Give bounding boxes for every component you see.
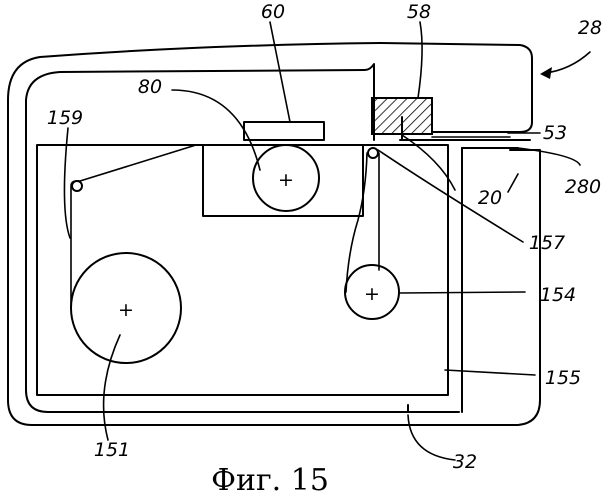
leader-80 (172, 90, 260, 170)
outer-housing-body (8, 57, 540, 425)
supply-center-mark: + (118, 299, 134, 321)
platen-center-mark: + (278, 169, 294, 191)
ref-58: 58 (407, 1, 431, 23)
ref-151: 151 (94, 439, 130, 461)
ref-157: 157 (529, 232, 565, 254)
outer-housing (40, 43, 532, 132)
leader-154 (400, 292, 525, 293)
leader-20-slash (508, 174, 518, 192)
tape-path-left (71, 145, 196, 308)
leader-28 (545, 52, 590, 73)
figure-caption: Фиг. 15 (211, 463, 329, 498)
leader-155 (445, 370, 535, 375)
ref-280: 280 (565, 176, 601, 198)
ref-155: 155 (545, 367, 581, 389)
leader-60 (270, 22, 290, 122)
ref-80: 80 (138, 76, 162, 98)
ref-159: 159 (47, 107, 83, 129)
leader-32 (408, 415, 455, 460)
ref-154: 154 (540, 284, 576, 306)
leader-58 (418, 22, 422, 98)
ref-60: 60 (261, 1, 285, 23)
guide-pin-157 (368, 148, 378, 158)
ref-32: 32 (453, 451, 477, 473)
arrow-28 (540, 67, 552, 79)
ref-20: 20 (478, 187, 502, 209)
ref-28: 28 (578, 17, 602, 39)
take-up-center-mark: + (364, 283, 380, 305)
ref-53: 53 (543, 122, 567, 144)
print-head (244, 122, 324, 140)
